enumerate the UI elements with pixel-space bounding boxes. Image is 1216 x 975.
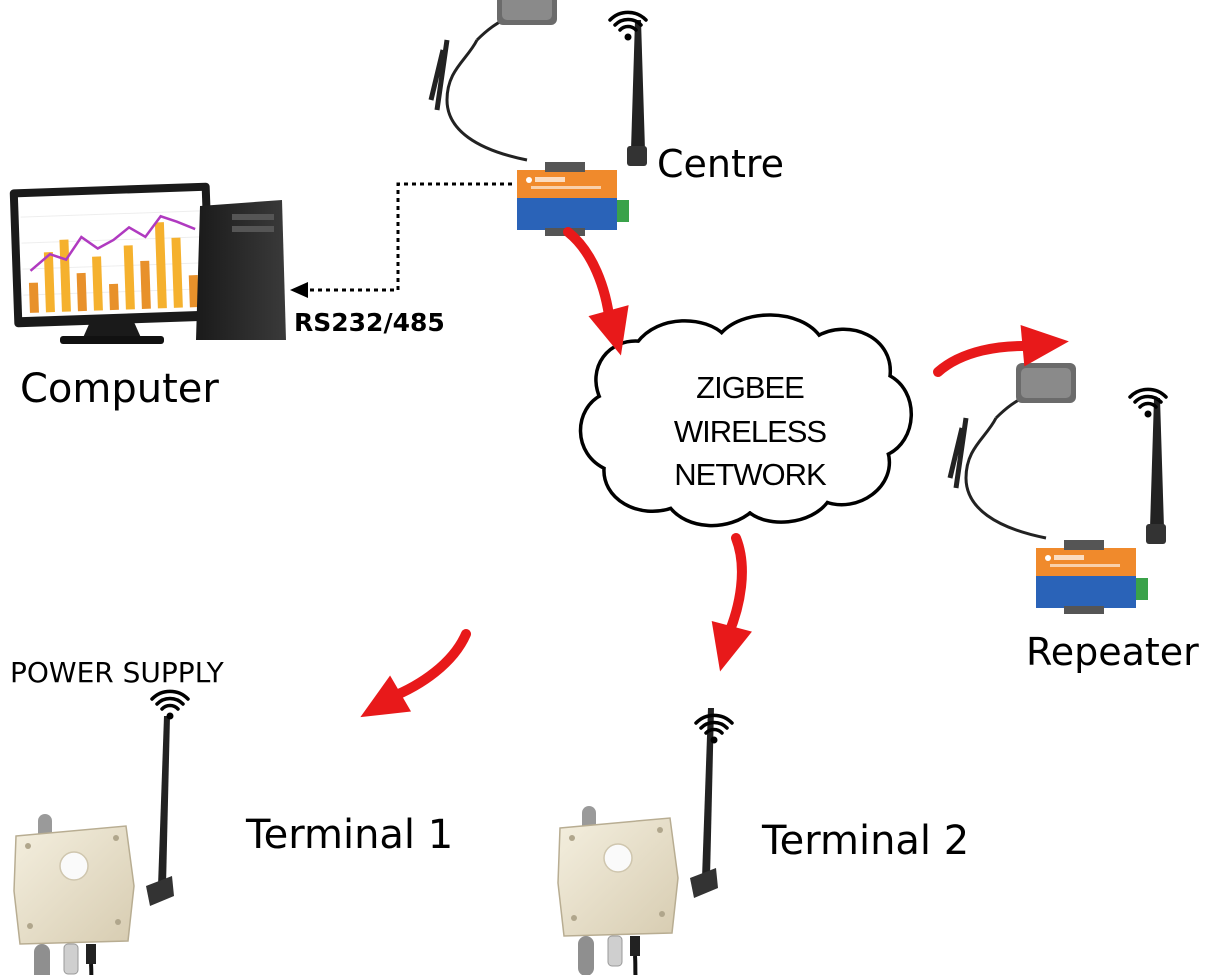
wifi-signal-icon <box>1128 387 1168 420</box>
cloud-line-2: WIRELESS <box>673 414 827 449</box>
terminal-1-label: Terminal 1 <box>246 812 454 858</box>
sensor-box-icon <box>12 714 176 975</box>
red-curved-arrow-icon <box>661 538 795 671</box>
computer-label: Computer <box>20 366 219 412</box>
rs232-485-label: RS232/485 <box>294 308 445 337</box>
centre-label: Centre <box>657 142 785 186</box>
computer-icon <box>9 182 286 344</box>
red-curved-arrow-icon <box>360 625 466 725</box>
sensor-box-icon <box>556 706 720 975</box>
wifi-signal-icon <box>694 713 734 746</box>
red-curved-arrow-icon <box>534 232 654 356</box>
power-supply-label: POWER SUPPLY <box>10 656 224 689</box>
gateway-device-icon <box>431 0 647 236</box>
cloud-line-1: ZIGBEE <box>696 370 805 405</box>
cloud-icon <box>578 313 913 528</box>
repeater-label: Repeater <box>1026 630 1199 674</box>
gateway-device-icon <box>950 363 1166 614</box>
serial-link-line <box>306 182 512 292</box>
terminal-2-label: Terminal 2 <box>762 818 970 864</box>
wifi-signal-icon <box>150 689 190 722</box>
cloud-line-3: NETWORK <box>674 457 826 492</box>
